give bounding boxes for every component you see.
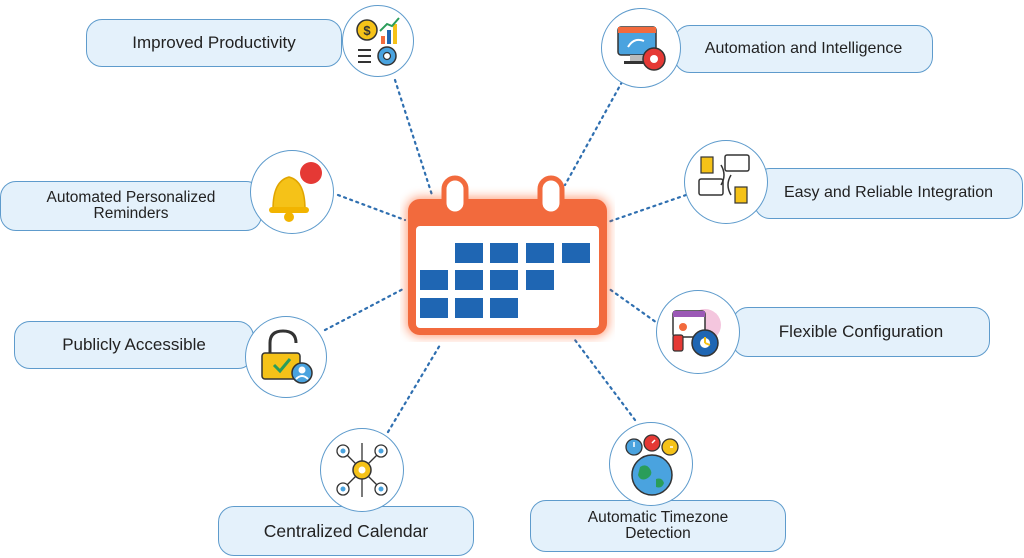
feature-pill-configuration: Flexible Configuration bbox=[732, 307, 990, 357]
feature-pill-productivity: Improved Productivity bbox=[86, 19, 342, 67]
globe-clocks-icon bbox=[609, 422, 693, 506]
connector-integration bbox=[606, 193, 688, 224]
feature-label-timezone: Automatic Timezone Detection bbox=[587, 508, 729, 542]
feature-pill-reminders: Automated Personalized Reminders bbox=[0, 181, 262, 231]
feature-pill-integration: Easy and Reliable Integration bbox=[754, 168, 1023, 219]
svg-text:$: $ bbox=[363, 23, 371, 38]
feature-pill-centralized: Centralized Calendar bbox=[218, 506, 474, 556]
connector-timezone bbox=[573, 338, 637, 422]
feature-label-automation: Automation and Intelligence bbox=[704, 39, 903, 57]
connector-centralized bbox=[386, 343, 442, 434]
connector-configuration bbox=[606, 286, 662, 327]
feature-pill-timezone: Automatic Timezone Detection bbox=[530, 500, 786, 552]
network-hub-icon bbox=[320, 428, 404, 512]
feature-label-integration: Easy and Reliable Integration bbox=[783, 184, 994, 202]
feature-pill-public: Publicly Accessible bbox=[14, 321, 254, 369]
feature-pill-automation: Automation and Intelligence bbox=[674, 25, 933, 73]
productivity-icon: $ bbox=[342, 5, 414, 77]
calendar-icon bbox=[406, 175, 609, 337]
feature-label-productivity: Improved Productivity bbox=[132, 33, 296, 53]
bell-icon bbox=[250, 150, 334, 234]
feature-label-centralized: Centralized Calendar bbox=[263, 520, 429, 541]
connector-public bbox=[323, 286, 407, 332]
settings-gear-icon bbox=[656, 290, 740, 374]
connector-productivity bbox=[393, 78, 434, 197]
feature-label-public: Publicly Accessible bbox=[62, 335, 206, 355]
integration-icon bbox=[684, 140, 768, 224]
connector-reminders bbox=[336, 193, 407, 222]
connector-automation bbox=[563, 80, 624, 187]
feature-label-reminders: Automated Personalized Reminders bbox=[46, 188, 216, 222]
unlocked-padlock-icon bbox=[245, 316, 327, 398]
automation-icon bbox=[601, 8, 681, 88]
feature-label-configuration: Flexible Configuration bbox=[778, 322, 944, 342]
